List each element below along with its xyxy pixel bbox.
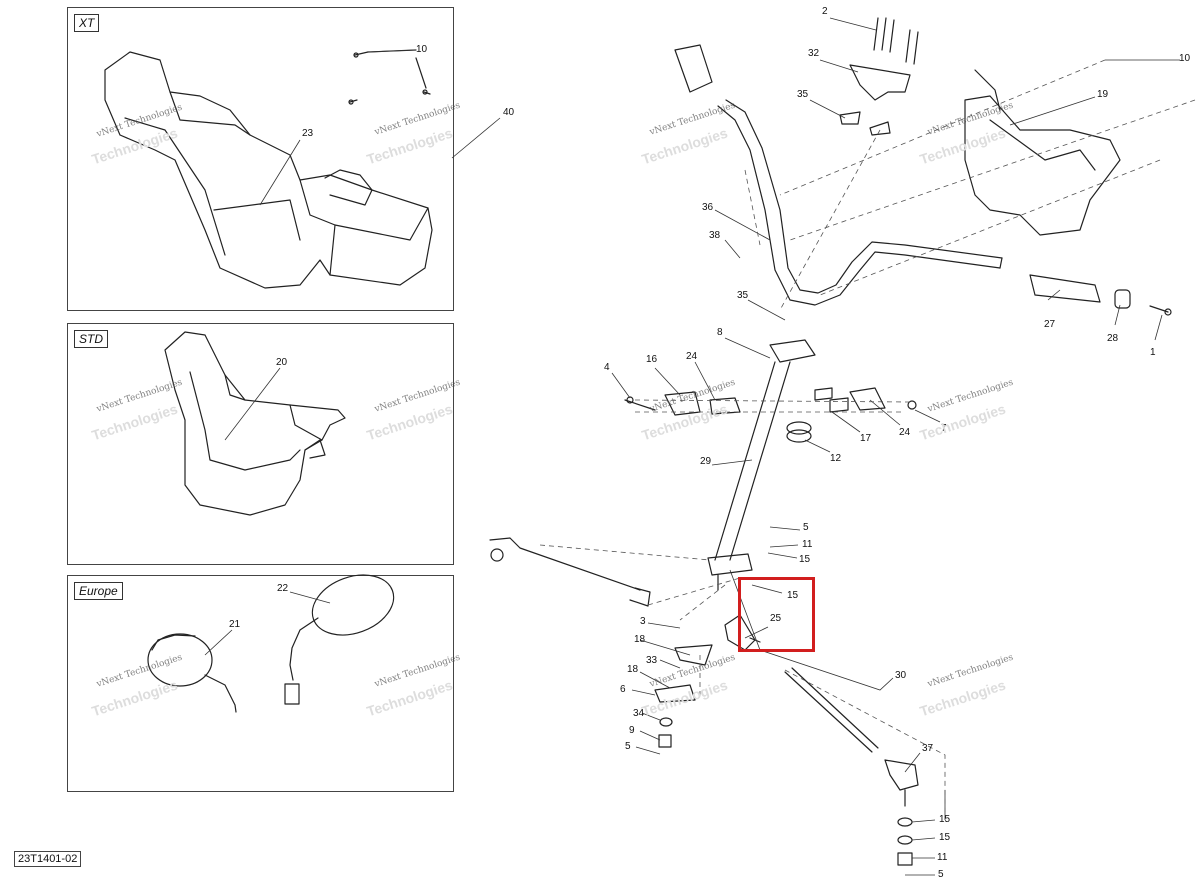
steering-column: [707, 339, 816, 591]
callout-33: 33: [646, 655, 658, 666]
switch-brackets: [624, 387, 917, 416]
callout-4: 4: [604, 362, 610, 373]
callout-xt-10: 10: [416, 44, 428, 55]
callout-10-right: 10: [1179, 53, 1191, 64]
callout-18-upper: 18: [634, 634, 646, 645]
callout-18-lower: 18: [627, 664, 639, 675]
callout-5-upper: 5: [803, 522, 809, 533]
callout-xt-23: 23: [302, 128, 314, 139]
callout-15-lower-b: 15: [939, 832, 951, 843]
panel-std: STD: [67, 323, 454, 565]
screws-xt: [348, 49, 431, 105]
callout-8: 8: [717, 327, 723, 338]
callout-europe-21: 21: [229, 619, 241, 630]
callout-27: 27: [1044, 319, 1056, 330]
panel-tag-xt: XT: [74, 14, 100, 32]
callout-1: 1: [1150, 347, 1156, 358]
tie-rod-right: [784, 667, 919, 807]
callout-5-bottom: 5: [938, 869, 944, 880]
riser-clamp: [839, 17, 919, 136]
callout-35-mid: 35: [737, 290, 749, 301]
callout-35-top: 35: [797, 89, 809, 100]
callout-36: 36: [702, 202, 714, 213]
callout-15-highlight: 15: [787, 590, 799, 601]
callout-15-lower-a: 15: [939, 814, 951, 825]
callout-24-right: 24: [899, 427, 911, 438]
callout-40: 40: [503, 107, 515, 118]
seat-xt: [104, 51, 433, 289]
callout-17: 17: [860, 433, 872, 444]
callout-5-lower: 5: [625, 741, 631, 752]
callout-15-upper: 15: [799, 554, 811, 565]
callout-38: 38: [709, 230, 721, 241]
callout-25: 25: [770, 613, 782, 624]
callout-29: 29: [700, 456, 712, 467]
callout-28: 28: [1107, 333, 1119, 344]
panel-xt: XT: [67, 7, 454, 311]
callout-12: 12: [830, 453, 842, 464]
callout-24-left: 24: [686, 351, 698, 362]
seat-std: [164, 331, 346, 516]
callout-6: 6: [620, 684, 626, 695]
document-id: 23T1401-02: [14, 851, 82, 867]
callout-19: 19: [1097, 89, 1109, 100]
callout-11-lower: 11: [937, 852, 948, 863]
callout-16: 16: [646, 354, 658, 365]
handlebar: [674, 44, 1172, 316]
callout-34: 34: [633, 708, 645, 719]
callout-3: 3: [640, 616, 646, 627]
callout-europe-22: 22: [277, 583, 289, 594]
callout-11-upper: 11: [802, 539, 813, 550]
callout-2: 2: [822, 6, 828, 17]
mirrors-europe: [147, 574, 395, 713]
panel-tag-europe: Europe: [74, 582, 123, 600]
windshield: [964, 69, 1121, 236]
callout-7: 7: [941, 423, 947, 434]
callout-32: 32: [808, 48, 820, 59]
steering-arm: [654, 614, 913, 866]
callout-std-20: 20: [276, 357, 288, 368]
panel-tag-std: STD: [74, 330, 108, 348]
callout-30: 30: [895, 670, 907, 681]
highlight-box: [738, 577, 815, 652]
callout-9: 9: [629, 725, 635, 736]
callout-37: 37: [922, 743, 934, 754]
tie-rod-left: [489, 537, 651, 607]
